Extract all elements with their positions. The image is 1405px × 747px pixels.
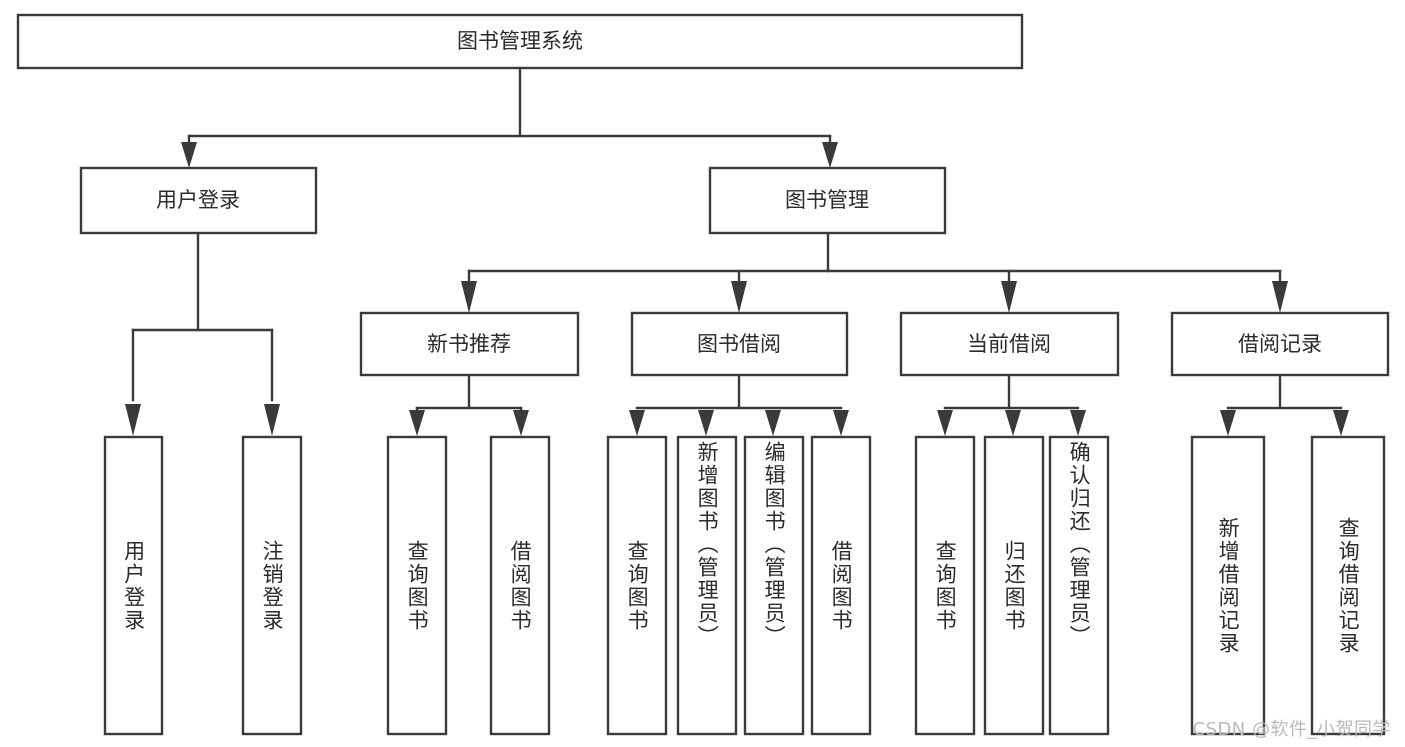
node-leaf-user-login-logout[interactable] — [241, 435, 303, 736]
node-root-label: 图书管理系统 — [457, 29, 583, 53]
node-leaf-bookborrow-edit-book[interactable] — [743, 435, 805, 736]
node-new-book-recommend-label: 新书推荐 — [427, 332, 511, 356]
node-leaf-currentborrow-return-book[interactable] — [983, 435, 1045, 736]
node-leaf-bookborrow-borrow-book[interactable] — [810, 435, 872, 736]
node-leaf-currentborrow-confirm-return[interactable] — [1048, 435, 1110, 736]
arrow-to-current-borrow — [1001, 281, 1017, 313]
arrow-bookborrow-leaf-2 — [698, 410, 714, 436]
node-book-borrow-label: 图书借阅 — [697, 332, 781, 356]
arrow-to-book-borrow — [731, 281, 747, 313]
node-leaf-newbook-query-book[interactable] — [386, 435, 448, 736]
arrow-bookborrow-leaf-4 — [833, 410, 849, 436]
arrow-currentborrow-leaf-1 — [937, 410, 953, 436]
connector-layer — [125, 66, 1349, 436]
arrow-borrowrecord-leaf-1 — [1220, 410, 1236, 436]
node-leaf-borrowrecord-add-record[interactable] — [1190, 435, 1266, 736]
node-borrow-record[interactable] — [1170, 311, 1390, 377]
node-leaf-currentborrow-query-book[interactable] — [914, 435, 976, 736]
arrow-currentborrow-leaf-2 — [1005, 410, 1021, 436]
arrow-currentborrow-leaf-3 — [1070, 410, 1086, 436]
arrow-borrowrecord-leaf-2 — [1333, 410, 1349, 436]
arrow-root-to-bookmgmt — [822, 142, 838, 168]
node-root-book-management-system[interactable] — [16, 13, 1024, 70]
arrow-to-new-book-recommend — [461, 281, 477, 313]
node-current-borrow-label: 当前借阅 — [967, 332, 1051, 356]
node-current-borrow[interactable] — [899, 311, 1120, 377]
node-leaf-bookborrow-add-book[interactable] — [676, 435, 738, 736]
arrow-bookborrow-leaf-1 — [629, 410, 645, 436]
node-book-management[interactable] — [708, 166, 947, 235]
node-leaf-user-login-login[interactable] — [103, 435, 164, 736]
node-borrow-record-label: 借阅记录 — [1238, 332, 1322, 356]
node-leaf-borrowrecord-query-record[interactable] — [1310, 435, 1386, 736]
arrow-root-to-userlogin — [181, 142, 197, 168]
arrow-userlogin-leaf-1 — [125, 404, 141, 436]
arrow-to-borrow-record — [1272, 281, 1288, 313]
node-book-management-label: 图书管理 — [785, 188, 869, 212]
node-leaf-bookborrow-query-book[interactable] — [606, 435, 668, 736]
node-user-login[interactable] — [79, 166, 318, 235]
arrow-newbook-leaf-2 — [513, 410, 529, 436]
watermark-text: CSDN @软件_小贺同学 — [1192, 719, 1391, 740]
arrow-bookborrow-leaf-3 — [765, 410, 781, 436]
node-new-book-recommend[interactable] — [359, 311, 580, 377]
node-book-borrow[interactable] — [630, 311, 849, 377]
arrow-userlogin-leaf-2 — [264, 404, 280, 436]
node-user-login-label: 用户登录 — [156, 188, 240, 212]
arrow-newbook-leaf-1 — [409, 410, 425, 436]
node-layer: 图书管理系统 用户登录 图书管理 新书推荐 图书借阅 当前借阅 借阅记录 — [16, 13, 1390, 736]
node-leaf-newbook-borrow-book[interactable] — [489, 435, 551, 736]
